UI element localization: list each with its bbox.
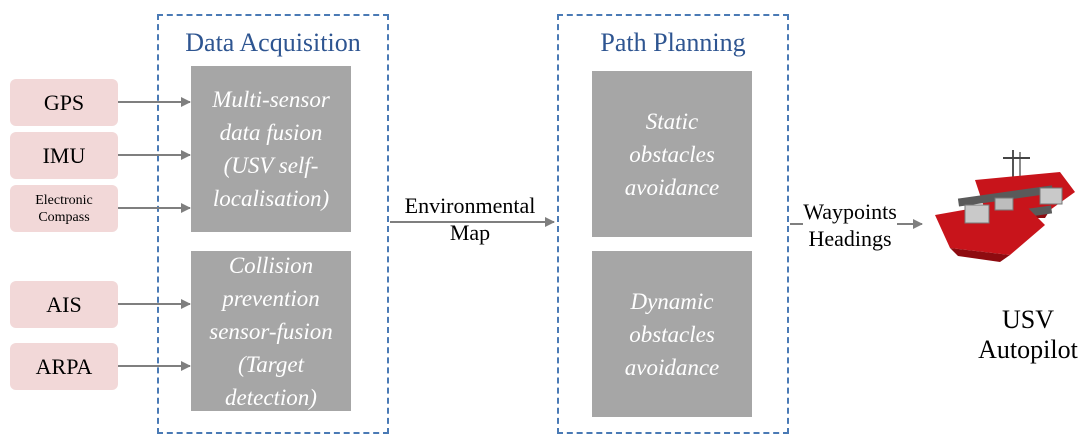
static-line: obstacles [629,141,715,167]
waypoints-line1: Waypoints [803,198,897,225]
collision-line: Collision [228,252,314,278]
fusion-line: Multi-sensor [212,87,330,112]
fusion-line: (USV self- [223,153,319,178]
collision-prevention-box: Collision prevention sensor-fusion (Targ… [191,251,351,411]
usv-line1: USV [1001,305,1054,334]
usv-boat-image [935,150,1075,262]
fusion-line: data fusion [219,120,323,145]
waypoints-line2: Headings [808,226,892,251]
static-line: Static [645,108,699,134]
imu-sensor: IMU [10,132,118,179]
collision-line: sensor-fusion [209,318,333,344]
static-obstacles-box: Static obstacles avoidance [592,71,752,237]
usv-autopilot-label: USV Autopilot [968,305,1088,365]
compass-label-line1: Electronic [35,192,93,208]
ais-sensor: AIS [10,281,118,328]
usv-line2: Autopilot [978,335,1078,364]
dynamic-line: Dynamic [630,288,714,314]
environmental-map-label: Environmental Map [390,192,550,246]
arpa-sensor: ARPA [10,343,118,390]
env-map-line2: Map [449,220,491,245]
multi-sensor-fusion-box: Multi-sensor data fusion (USV self- loca… [191,66,351,232]
dynamic-line: avoidance [624,354,720,380]
env-map-line1: Environmental [404,192,536,219]
waypoints-headings-label: Waypoints Headings [790,198,910,252]
dynamic-line: obstacles [629,321,715,347]
fusion-line: localisation) [212,186,330,211]
dynamic-obstacles-box: Dynamic obstacles avoidance [592,251,752,417]
gps-sensor: GPS [10,79,118,126]
path-planning-title: Path Planning [570,28,776,58]
collision-line: (Target [237,351,305,377]
data-acquisition-title: Data Acquisition [170,28,376,58]
electronic-compass-sensor: Electronic Compass [10,185,118,232]
collision-line: prevention [222,285,320,311]
collision-line: detection) [225,384,317,410]
compass-label-line2: Compass [38,209,90,225]
static-line: avoidance [624,174,720,200]
